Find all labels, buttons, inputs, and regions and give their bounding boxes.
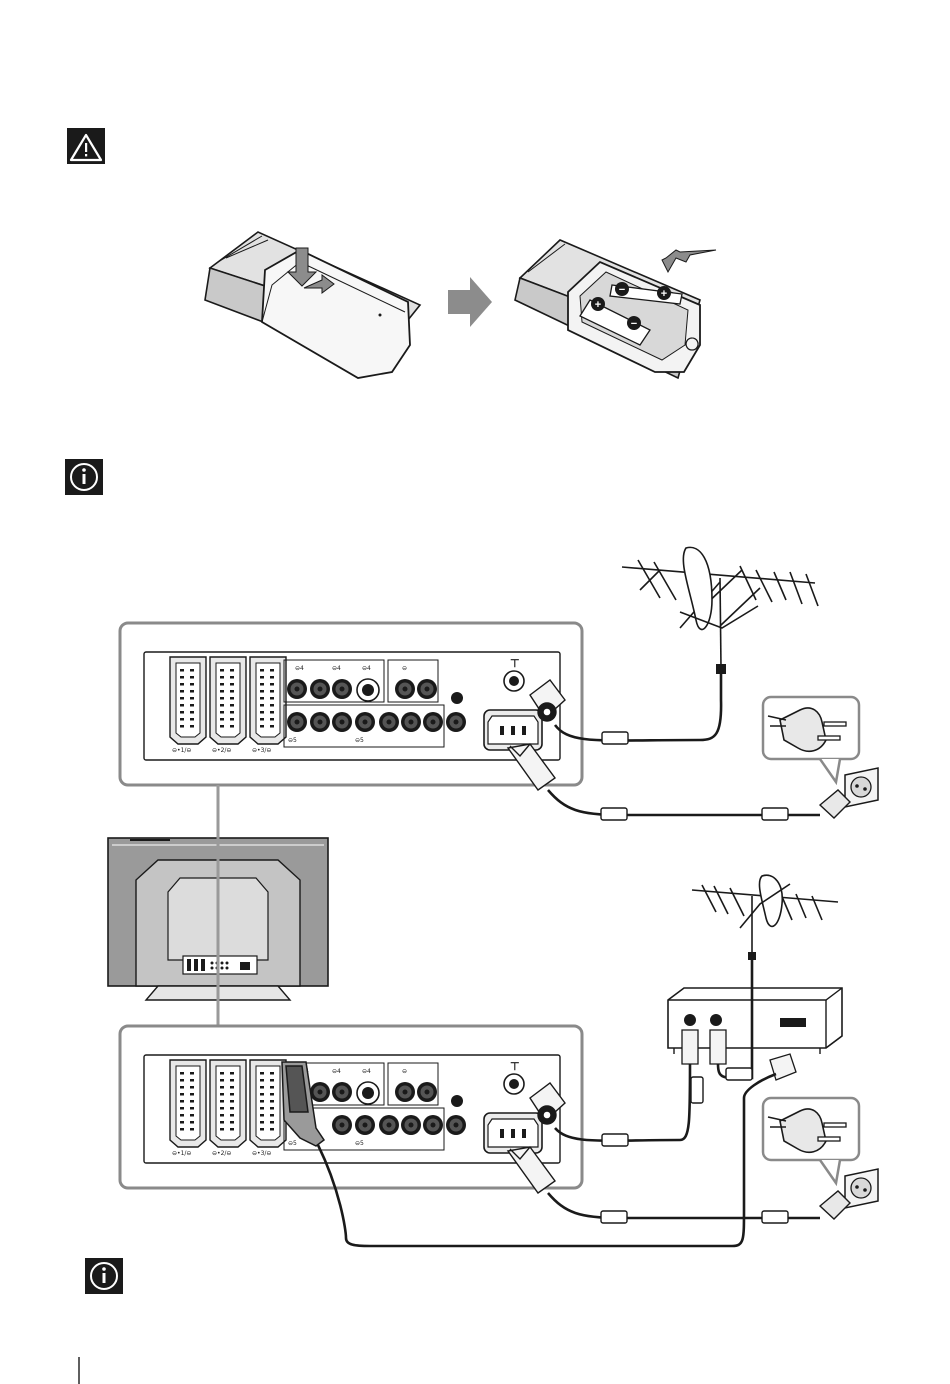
rooftop-antenna-illustration <box>622 547 818 668</box>
wall-socket-icon <box>820 1169 878 1219</box>
rear-panel-connection-1: ⊖•1/⊖ ⊖•2/⊖ ⊖•3/⊖ ⊖4 ⊖4 ⊖4 ⊖ ⊖5 ⊖5 ⊤ <box>120 623 582 790</box>
output-label: ⊖ <box>402 1068 407 1075</box>
scart-label-2: ⊖•2/⊖ <box>212 747 231 754</box>
input-5-label: ⊖5 <box>355 1140 364 1147</box>
mains-plug-callout <box>763 697 859 782</box>
input-5-label: ⊖5 <box>288 737 297 744</box>
vcr-device-illustration <box>668 988 842 1080</box>
scart-label-1: ⊖•1/⊖ <box>172 1150 191 1157</box>
rooftop-antenna-illustration <box>692 875 838 990</box>
input-5-label: ⊖5 <box>355 737 364 744</box>
input-4-label: ⊖4 <box>362 1068 371 1075</box>
battery-minus-sign: − <box>619 284 625 296</box>
input-4-label: ⊖4 <box>332 665 341 672</box>
aerial-label: ⊤ <box>510 658 520 670</box>
battery-minus-sign: − <box>631 318 637 330</box>
info-icon <box>85 1258 123 1294</box>
info-icon <box>65 459 103 495</box>
input-4-label: ⊖4 <box>332 1068 341 1075</box>
input-4-label: ⊖4 <box>295 665 304 672</box>
step-arrow-icon <box>448 277 492 327</box>
output-label: ⊖ <box>402 665 407 672</box>
battery-plus-sign: + <box>661 288 667 300</box>
remote-cover-removal-illustration <box>205 232 420 378</box>
input-5-label: ⊖5 <box>288 1140 297 1147</box>
scart-label-3: ⊖•3/⊖ <box>252 747 271 754</box>
battery-plus-sign: + <box>595 299 601 311</box>
warning-triangle-icon <box>67 128 105 164</box>
wall-socket-icon <box>820 768 878 818</box>
remote-battery-insertion-illustration: + − − + <box>515 240 716 378</box>
scart-label-2: ⊖•2/⊖ <box>212 1150 231 1157</box>
aerial-label: ⊤ <box>510 1061 520 1073</box>
rear-panel-connection-2: ⊖•1/⊖ ⊖•2/⊖ ⊖•3/⊖ ⊖4 ⊖4 ⊖4 ⊖ ⊖5 ⊖5 ⊤ <box>120 1026 582 1193</box>
scart-label-1: ⊖•1/⊖ <box>172 747 191 754</box>
scart-label-3: ⊖•3/⊖ <box>252 1150 271 1157</box>
mains-plug-callout <box>763 1098 859 1183</box>
input-4-label: ⊖4 <box>362 665 371 672</box>
